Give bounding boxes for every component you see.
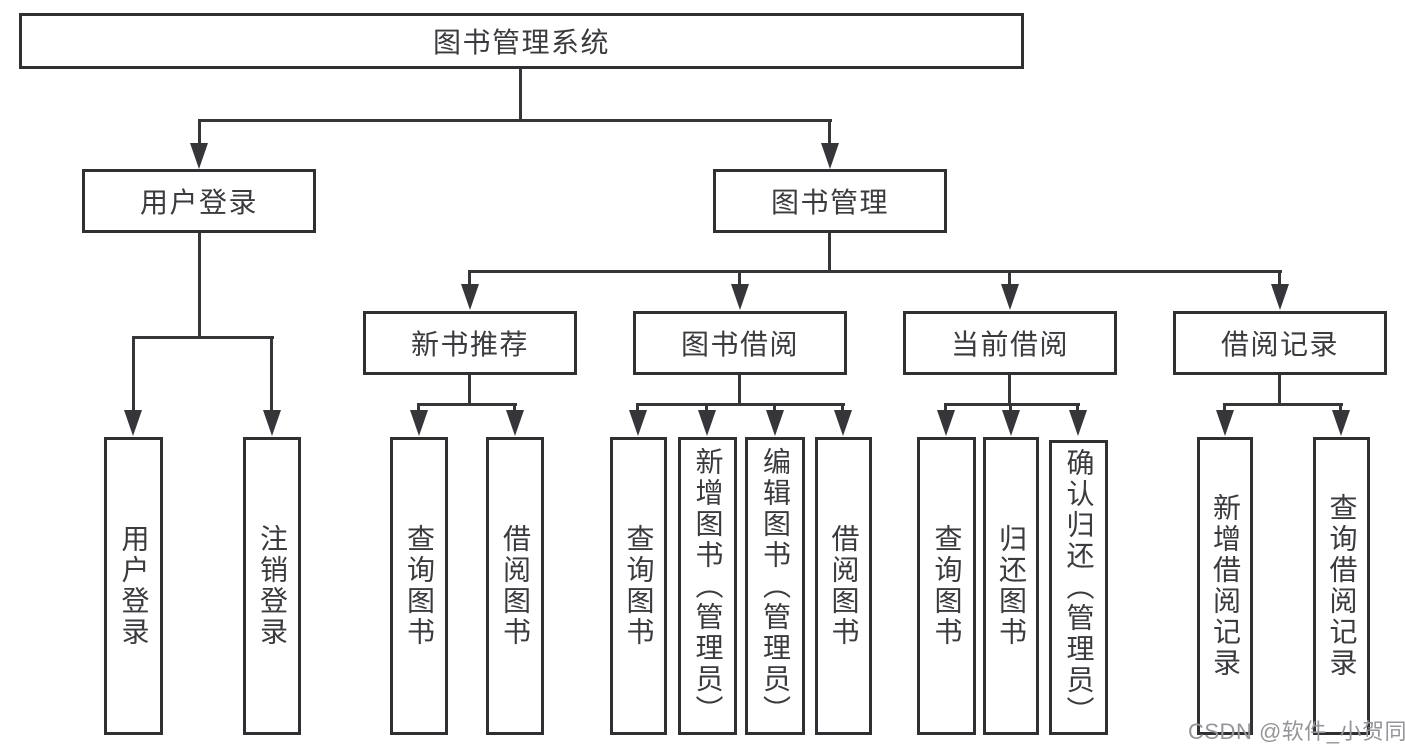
- arrow-down-icon: [410, 410, 428, 436]
- arrow-down-icon: [1216, 410, 1234, 436]
- connector-stem: [1009, 403, 1012, 413]
- connector-book-management-trunk: [828, 233, 831, 273]
- connector-stem-new-book: [468, 270, 471, 286]
- connector-stem-leaf-login: [132, 336, 135, 412]
- node-label: 新增借阅记录: [1210, 493, 1241, 679]
- node-label: 新增图书（管理员）: [692, 446, 724, 726]
- arrow-down-icon: [937, 410, 955, 436]
- node-label: 借阅图书: [500, 524, 531, 648]
- leaf-confirm-return-admin: 确认归还（管理员）: [1049, 440, 1108, 735]
- leaf-return-book: 归还图书: [983, 437, 1039, 735]
- connector-stem: [705, 403, 708, 413]
- leaf-borrow-book-recommend: 借阅图书: [486, 437, 544, 735]
- connector-trunk-current-borrow: [1008, 375, 1011, 405]
- connector-stem: [417, 403, 420, 413]
- connector-branch-new-book: [418, 403, 517, 406]
- connector-stem: [944, 403, 947, 413]
- connector-stem: [1339, 403, 1342, 413]
- arrow-down-icon: [1002, 410, 1020, 436]
- arrow-down-icon: [698, 410, 716, 436]
- node-label: 图书管理: [770, 187, 889, 218]
- connector-stem: [1076, 403, 1079, 413]
- connector-stem: [773, 403, 776, 413]
- node-label: 查询图书: [404, 524, 435, 648]
- node-label: 查询图书: [931, 524, 963, 648]
- node-borrowing-records: 借阅记录: [1173, 311, 1387, 375]
- leaf-logout: 注销登录: [243, 437, 301, 735]
- connector-stem: [513, 403, 516, 413]
- node-label: 当前借阅: [950, 329, 1069, 360]
- node-label: 借阅图书: [828, 524, 860, 648]
- node-current-borrowing: 当前借阅: [903, 311, 1117, 375]
- arrow-down-icon: [1069, 410, 1087, 436]
- connector-root-trunk: [519, 69, 522, 121]
- node-label: 图书借阅: [680, 329, 799, 360]
- connector-branch-book-borrow: [637, 403, 845, 406]
- node-library-management-system: 图书管理系统: [19, 13, 1024, 69]
- leaf-add-borrow-record: 新增借阅记录: [1197, 437, 1253, 735]
- arrow-down-icon: [506, 410, 524, 436]
- connector-stem: [841, 403, 844, 413]
- leaf-add-book-admin: 新增图书（管理员）: [678, 437, 737, 735]
- node-label: 注销登录: [257, 524, 288, 648]
- connector-stem-book-borrow: [738, 270, 741, 286]
- node-label: 借阅记录: [1220, 329, 1339, 360]
- connector-stem-leaf-logout: [270, 336, 273, 412]
- node-label: 用户登录: [118, 524, 150, 648]
- node-label: 查询借阅记录: [1326, 493, 1358, 679]
- connector-stem: [1223, 403, 1226, 413]
- node-label: 归还图书: [996, 524, 1027, 648]
- arrow-down-icon: [190, 143, 208, 169]
- arrow-down-icon: [821, 143, 839, 169]
- connector-stem: [636, 403, 639, 413]
- leaf-query-borrow-record: 查询借阅记录: [1313, 437, 1370, 735]
- node-book-management: 图书管理: [713, 169, 947, 233]
- leaf-borrow-book-borrowing: 借阅图书: [815, 437, 872, 735]
- connector-branch-borrow-records: [1224, 403, 1343, 406]
- arrow-down-icon: [629, 410, 647, 436]
- connector-branch-current-borrow: [945, 403, 1080, 406]
- connector-stem-current-borrow: [1008, 270, 1011, 286]
- node-label: 确认归还（管理员）: [1063, 448, 1095, 727]
- connector-trunk-borrow-records: [1278, 375, 1281, 405]
- connector-trunk-new-book: [468, 375, 471, 405]
- arrow-down-icon: [1332, 410, 1350, 436]
- leaf-query-book-current: 查询图书: [917, 437, 976, 735]
- node-user-login: 用户登录: [82, 169, 316, 233]
- connector-user-login-trunk: [198, 233, 201, 338]
- node-label: 编辑图书（管理员）: [760, 446, 791, 726]
- watermark: CSDN @软件_小贺同学: [1188, 719, 1405, 744]
- node-label: 用户登录: [139, 187, 258, 218]
- node-new-book-recommendation: 新书推荐: [363, 311, 577, 375]
- node-book-borrowing: 图书借阅: [633, 311, 847, 375]
- node-label: 新书推荐: [410, 329, 529, 360]
- arrow-down-icon: [124, 410, 142, 436]
- arrow-down-icon: [731, 284, 749, 310]
- arrow-down-icon: [834, 410, 852, 436]
- arrow-down-icon: [1271, 284, 1289, 310]
- connector-trunk-book-borrow: [738, 375, 741, 405]
- node-label: 图书管理系统: [432, 27, 610, 58]
- connector-stem-user-login: [198, 119, 201, 146]
- arrow-down-icon: [461, 284, 479, 310]
- connector-user-login-branch: [132, 336, 274, 339]
- leaf-query-book-recommend: 查询图书: [390, 437, 448, 735]
- leaf-query-book-borrowing: 查询图书: [610, 437, 667, 735]
- node-label: 查询图书: [623, 524, 655, 648]
- connector-root-branch: [198, 119, 832, 122]
- connector-stem-borrow-records: [1278, 270, 1281, 286]
- leaf-edit-book-admin: 编辑图书（管理员）: [745, 437, 805, 735]
- connector-stem-book-management: [828, 119, 831, 146]
- arrow-down-icon: [263, 410, 281, 436]
- connector-book-management-branch: [469, 270, 1282, 273]
- arrow-down-icon: [766, 410, 784, 436]
- arrow-down-icon: [1001, 284, 1019, 310]
- leaf-user-login: 用户登录: [104, 437, 163, 735]
